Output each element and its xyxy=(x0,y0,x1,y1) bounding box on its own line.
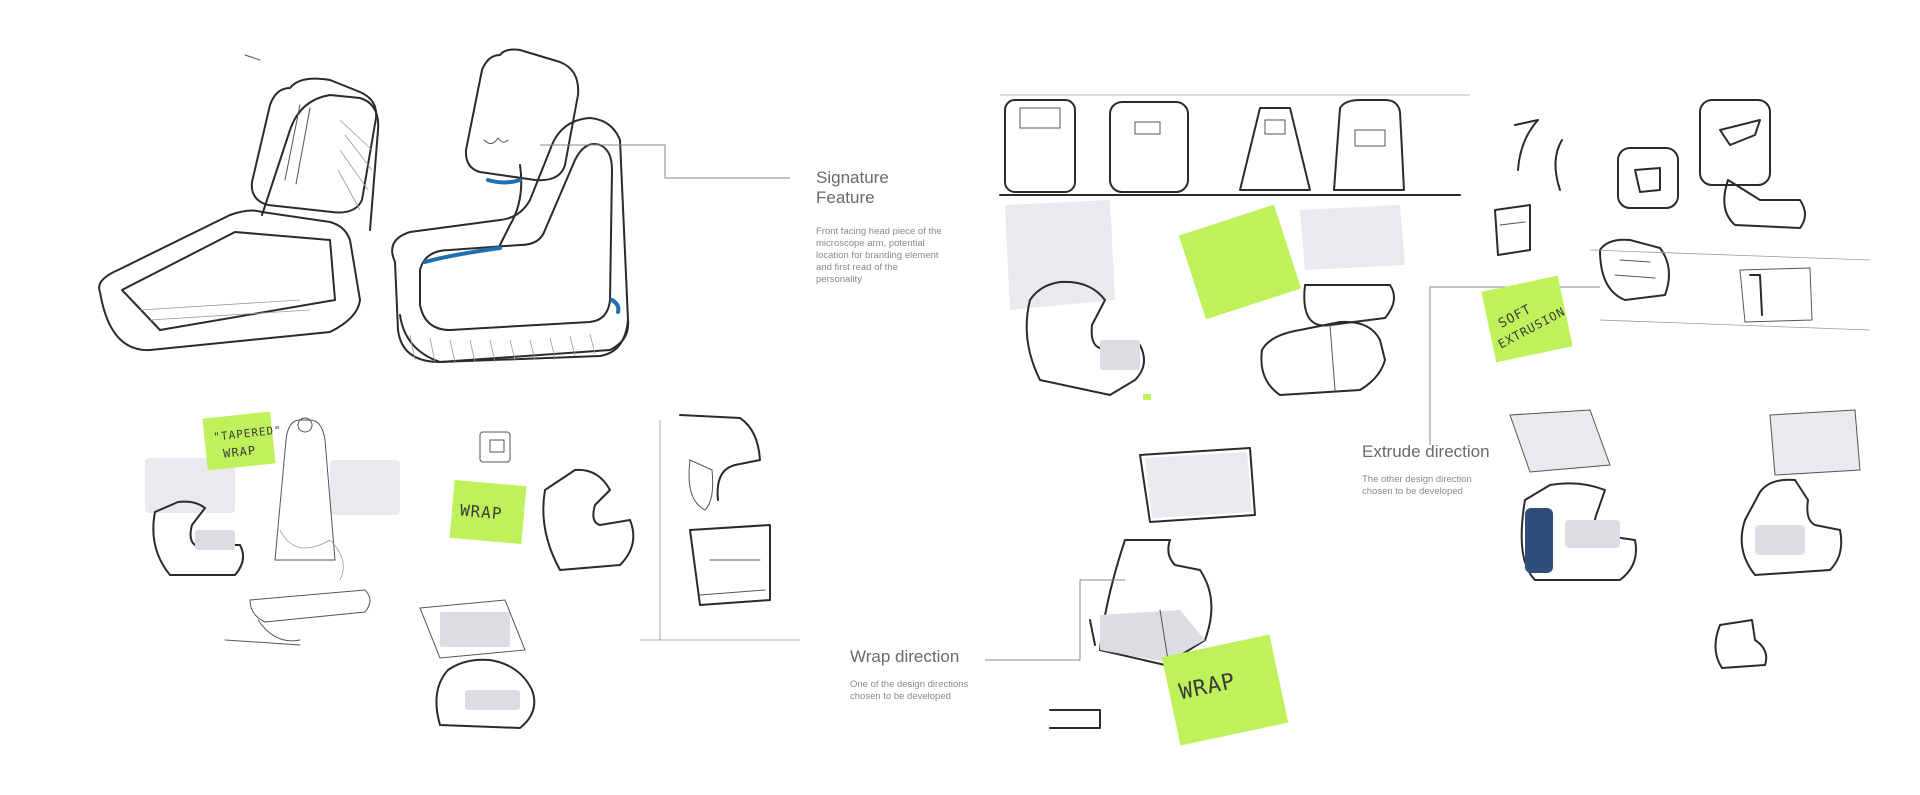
sticky-note-wrap-left xyxy=(449,479,527,545)
sketch-signature-left xyxy=(98,54,380,352)
sticky-note-tapered xyxy=(202,411,276,471)
sketch-renders-right xyxy=(1509,409,1861,669)
sticky-fragment xyxy=(1143,394,1151,400)
sticky-note-soft xyxy=(1481,275,1573,363)
wrap-leader xyxy=(985,579,1125,661)
callout-wrap-direction: Wrap direction One of the design directi… xyxy=(850,647,1040,703)
sketch-cluster-bottom-left xyxy=(145,414,800,729)
callout-extrude-direction: Extrude direction The other design direc… xyxy=(1362,442,1552,498)
callout-wrap-title: Wrap direction xyxy=(850,647,960,666)
callout-extrude-body: The other design direction chosen to be … xyxy=(1362,474,1472,497)
sticky-note-blank xyxy=(1178,204,1302,320)
callout-signature-title: Signature Feature xyxy=(816,168,889,207)
sketch-signature-right xyxy=(391,48,630,363)
signature-leader xyxy=(540,144,790,179)
sketch-front-views xyxy=(999,94,1470,196)
sketch-wrap-render xyxy=(1049,447,1256,729)
sketch-cluster-top-right xyxy=(1494,99,1871,331)
callout-wrap-body: One of the design directions chosen to b… xyxy=(850,679,969,702)
callout-extrude-title: Extrude direction xyxy=(1362,442,1490,461)
sticky-tapered-line2: WRAP xyxy=(223,443,257,460)
callout-signature-body: Front facing head piece of the microscop… xyxy=(816,226,942,285)
sticky-wrap-left-text: WRAP xyxy=(459,501,503,524)
sticky-note-wrap-bottom xyxy=(1161,634,1289,746)
callout-signature-feature: Signature Feature Front facing head piec… xyxy=(816,168,986,286)
sketch-perspective-center xyxy=(1005,200,1405,396)
